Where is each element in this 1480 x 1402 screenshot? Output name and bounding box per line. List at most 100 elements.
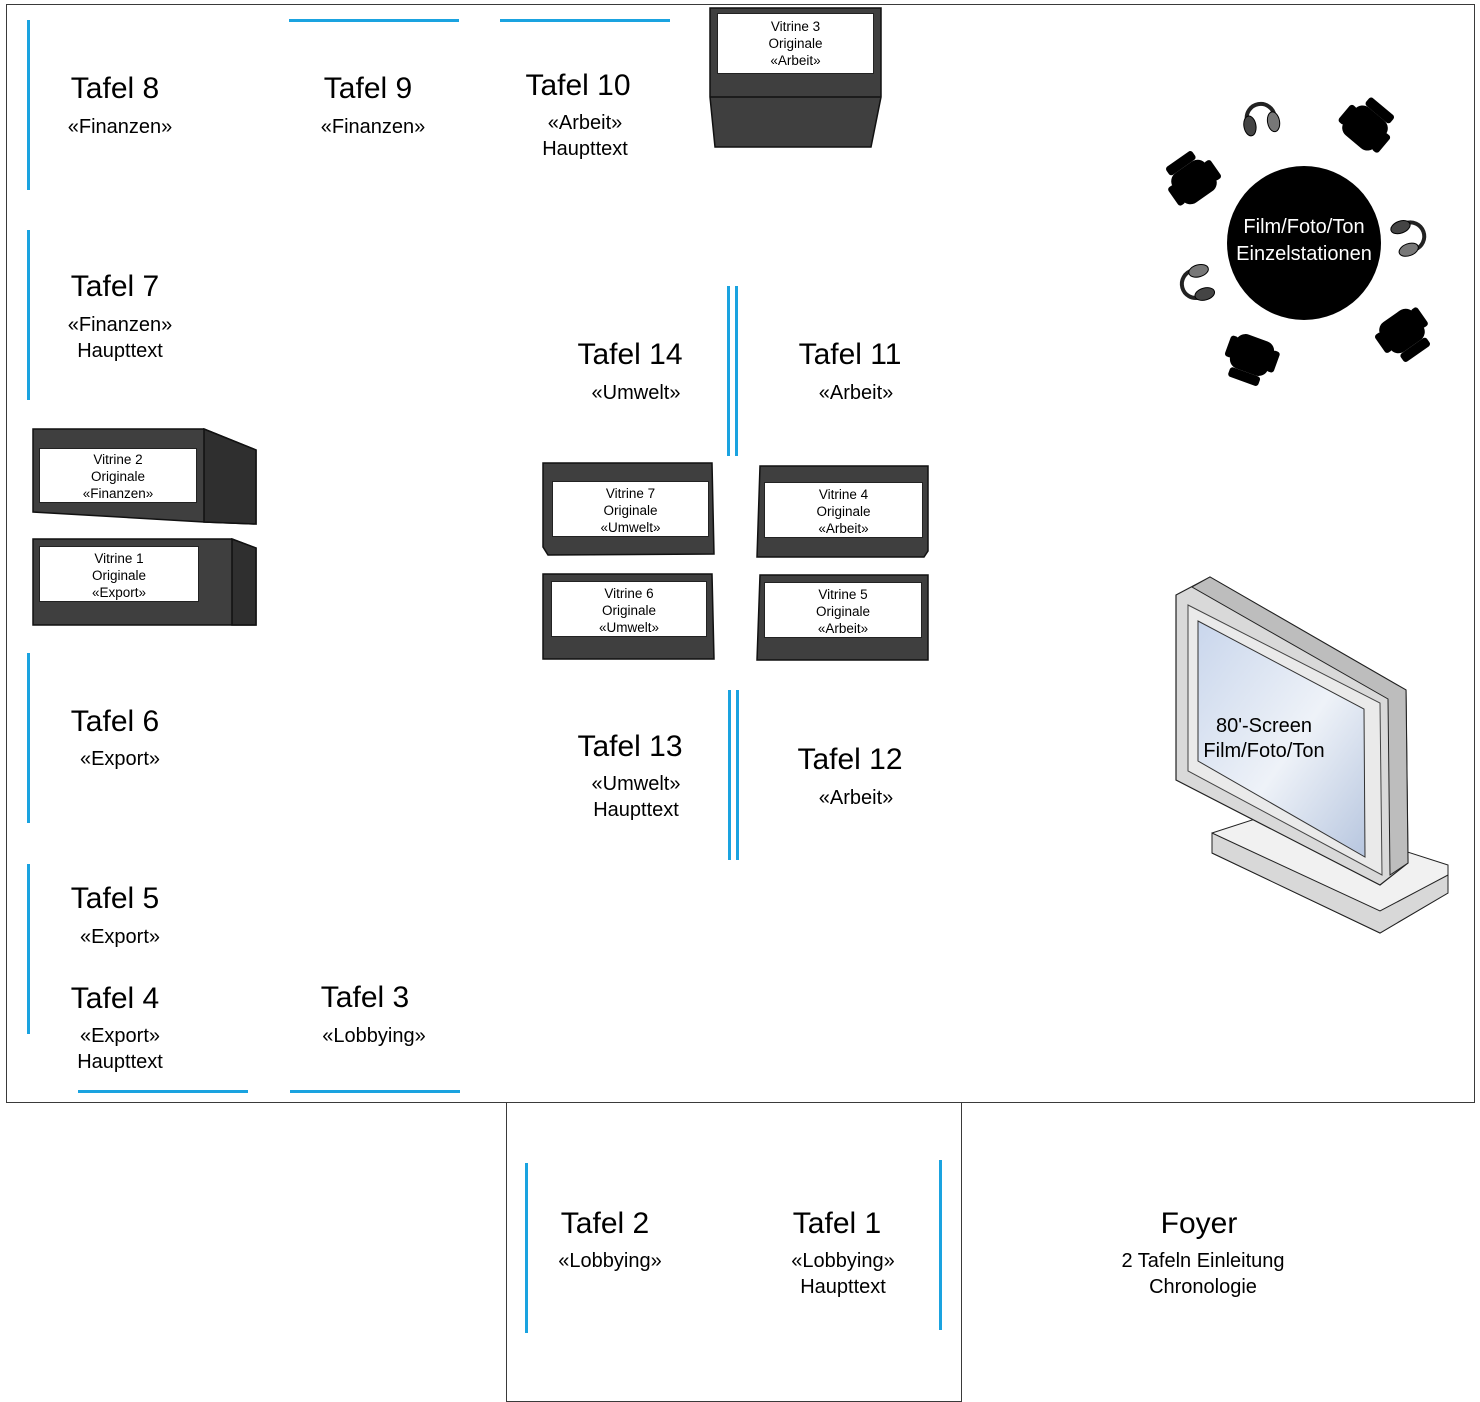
screen-monitor: 80'-Screen Film/Foto/Ton [1175, 576, 1449, 934]
vitrine-5-label: Vitrine 5 Originale «Arbeit» [764, 582, 922, 638]
foyer-line-1: 2 Tafeln Einleitung [1121, 1250, 1285, 1272]
tafel-5-title: Tafel 5 [70, 882, 160, 915]
tafel-1-note: Haupttext [800, 1276, 886, 1298]
tafel-9-topic: «Finanzen» [320, 116, 426, 138]
tafel-1-topic: «Lobbying» [791, 1250, 895, 1272]
tafel-1-title: Tafel 1 [792, 1207, 882, 1240]
vitrine-3-name: Vitrine 3 [770, 19, 821, 34]
tafel-10-title: Tafel 10 [525, 69, 631, 102]
tafel-8-topic: «Finanzen» [67, 116, 173, 138]
panel-line-tafel-6 [27, 653, 30, 823]
main-hall-outline [6, 4, 1475, 1103]
foyer-title: Foyer [1160, 1207, 1238, 1240]
panel-line-tafel-11 [735, 286, 738, 456]
tafel-12-title: Tafel 12 [797, 743, 903, 776]
vitrine-2-kind: Originale [90, 469, 146, 484]
vitrine-6-kind: Originale [601, 603, 657, 618]
vitrine-1-kind: Originale [91, 568, 147, 583]
panel-line-tafel-10 [500, 19, 670, 22]
tafel-11-title: Tafel 11 [798, 338, 902, 371]
foyer-line-2: Chronologie [1149, 1276, 1257, 1298]
chair-icon [1338, 97, 1395, 153]
headphones-icon [1179, 263, 1216, 301]
vitrine-5-topic: «Arbeit» [817, 621, 869, 636]
vitrine-4: Vitrine 4 Originale «Arbeit» [756, 465, 930, 559]
headphones-icon [1390, 220, 1427, 257]
vitrine-3-kind: Originale [768, 36, 823, 51]
tafel-11-topic: «Arbeit» [818, 382, 894, 404]
vitrine-3-topic: «Arbeit» [770, 53, 821, 68]
screen-line-1: 80'-Screen [1216, 715, 1312, 737]
vitrine-7-name: Vitrine 7 [605, 486, 656, 501]
panel-line-tafel-13 [728, 690, 731, 860]
tafel-7-note: Haupttext [77, 340, 163, 362]
vitrine-1-topic: «Export» [91, 585, 147, 600]
vitrine-2-label: Vitrine 2 Originale «Finanzen» [39, 448, 197, 503]
vitrine-4-label: Vitrine 4 Originale «Arbeit» [764, 482, 923, 538]
tafel-10-note: Haupttext [542, 138, 628, 160]
tafel-8-title: Tafel 8 [70, 72, 160, 105]
tafel-2-topic: «Lobbying» [558, 1250, 662, 1272]
panel-line-tafel-1 [939, 1160, 942, 1330]
panel-line-tafel-7 [27, 230, 30, 400]
chair-icon [1224, 334, 1280, 386]
vitrine-6-name: Vitrine 6 [604, 586, 654, 601]
vitrine-4-kind: Originale [816, 504, 871, 519]
chair-icon [1166, 151, 1222, 206]
vitrine-7-label: Vitrine 7 Originale «Umwelt» [552, 481, 709, 537]
vitrine-2-name: Vitrine 2 [93, 452, 143, 467]
tafel-6-topic: «Export» [79, 748, 161, 770]
vitrine-2: Vitrine 2 Originale «Finanzen» [32, 428, 258, 526]
vitrine-7-kind: Originale [603, 503, 658, 518]
tafel-6-title: Tafel 6 [70, 705, 160, 738]
tafel-2-title: Tafel 2 [560, 1207, 650, 1240]
vitrine-2-topic: «Finanzen» [82, 486, 154, 501]
vitrine-4-topic: «Arbeit» [818, 521, 869, 536]
tafel-13-note: Haupttext [593, 799, 679, 821]
tafel-3-topic: «Lobbying» [322, 1025, 426, 1047]
tafel-4-topic: «Export» [79, 1025, 161, 1047]
panel-line-tafel-8 [27, 20, 30, 190]
vitrine-6: Vitrine 6 Originale «Umwelt» [542, 573, 716, 661]
tafel-4-title: Tafel 4 [70, 982, 160, 1015]
vitrine-7-topic: «Umwelt» [600, 520, 661, 535]
headphones-icon [1243, 101, 1281, 137]
vitrine-6-label: Vitrine 6 Originale «Umwelt» [551, 581, 707, 637]
vitrine-5: Vitrine 5 Originale «Arbeit» [756, 574, 930, 662]
vitrine-4-name: Vitrine 4 [818, 487, 869, 502]
chair-icon [1374, 307, 1430, 362]
tafel-14-topic: «Umwelt» [591, 382, 681, 404]
tafel-4-note: Haupttext [77, 1051, 163, 1073]
panel-line-tafel-9 [289, 19, 459, 22]
tafel-10-topic: «Arbeit» [547, 112, 623, 134]
station-line-2: Einzelstationen [1236, 243, 1372, 265]
tafel-13-title: Tafel 13 [577, 730, 683, 763]
panel-line-tafel-3 [290, 1090, 460, 1093]
panel-line-tafel-4 [78, 1090, 248, 1093]
vitrine-5-name: Vitrine 5 [818, 587, 868, 602]
station-table [1227, 166, 1381, 320]
tafel-7-title: Tafel 7 [70, 270, 160, 303]
tafel-3-title: Tafel 3 [320, 981, 410, 1014]
panel-line-tafel-5-4 [27, 864, 30, 1034]
screen-line-2: Film/Foto/Ton [1203, 740, 1324, 762]
panel-line-tafel-14 [727, 286, 730, 456]
vitrine-1: Vitrine 1 Originale «Export» [32, 538, 258, 627]
station-line-1: Film/Foto/Ton [1243, 216, 1364, 238]
tafel-7-topic: «Finanzen» [67, 314, 173, 336]
vitrine-7: Vitrine 7 Originale «Umwelt» [542, 462, 716, 557]
tafel-14-title: Tafel 14 [577, 338, 683, 371]
vitrine-1-name: Vitrine 1 [94, 551, 144, 566]
panel-line-tafel-2 [525, 1163, 528, 1333]
tafel-13-topic: «Umwelt» [591, 773, 681, 795]
tafel-5-topic: «Export» [79, 926, 161, 948]
vitrine-5-kind: Originale [815, 604, 871, 619]
station-area: Film/Foto/Ton Einzelstationen [1166, 97, 1430, 386]
vitrine-3-label: Vitrine 3 Originale «Arbeit» [717, 13, 874, 74]
vitrine-3: Vitrine 3 Originale «Arbeit» [709, 7, 882, 149]
tafel-12-topic: «Arbeit» [818, 787, 894, 809]
vitrine-6-topic: «Umwelt» [598, 620, 660, 635]
vitrine-1-label: Vitrine 1 Originale «Export» [39, 546, 199, 602]
tafel-9-title: Tafel 9 [323, 72, 413, 105]
